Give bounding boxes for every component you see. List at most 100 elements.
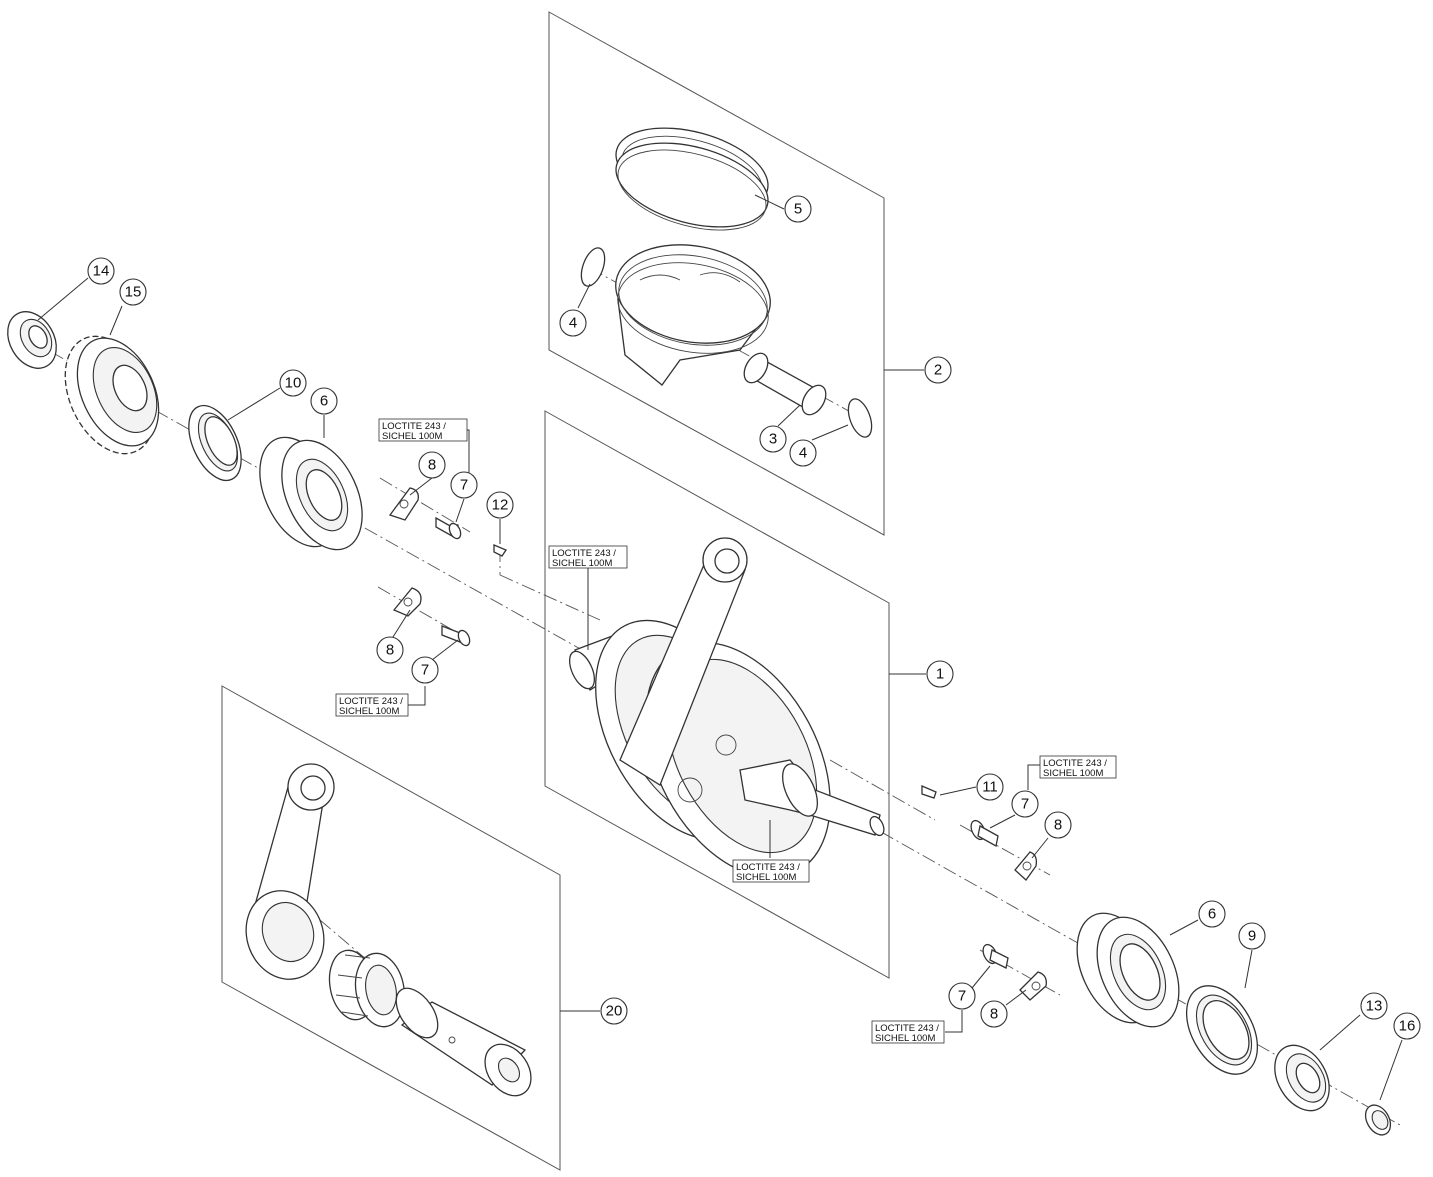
callout-8: 8 (418, 451, 446, 479)
leader-7c (989, 814, 1016, 829)
svg-text:16: 16 (1399, 1018, 1416, 1035)
frame-crankshaft-group (544, 410, 890, 979)
svg-text:SICHEL 100M: SICHEL 100M (339, 706, 399, 717)
svg-text:10: 10 (285, 375, 302, 392)
part-7-screw-upper (435, 516, 462, 540)
svg-text:8: 8 (386, 642, 394, 659)
note-loctite: LOCTITE 243 / SICHEL 100M (1039, 755, 1117, 779)
part-13-nut-right (1274, 1044, 1330, 1112)
svg-text:SICHEL 100M: SICHEL 100M (736, 872, 796, 883)
leader-11 (939, 786, 977, 796)
callout-6: 6 (310, 387, 338, 415)
callout-13: 13 (1360, 992, 1388, 1020)
callout-4: 4 (789, 439, 817, 467)
callout-4: 4 (559, 309, 587, 337)
leader-4b (811, 424, 849, 441)
piston (615, 244, 771, 386)
leader-7c-note (1027, 764, 1040, 790)
leader-16 (1379, 1039, 1403, 1101)
svg-text:LOCTITE 243 /: LOCTITE 243 / (382, 421, 446, 432)
callout-1: 1 (926, 660, 954, 688)
svg-text:SICHEL 100M: SICHEL 100M (382, 431, 442, 442)
note-loctite: LOCTITE 243 / SICHEL 100M (732, 859, 810, 883)
note-loctite: LOCTITE 243 / SICHEL 100M (871, 1020, 945, 1044)
frame-conrod-group (221, 685, 561, 1171)
part-6-bearing-left (259, 436, 363, 551)
leader-14 (37, 277, 89, 321)
leader-3 (777, 404, 801, 427)
part-1-crankshaft (568, 537, 885, 879)
part-6-bearing-right (1076, 912, 1180, 1028)
callout-8: 8 (376, 636, 404, 664)
part-9-seal-right (1185, 985, 1259, 1075)
leader-5 (754, 194, 785, 210)
part-16-washer-right (1364, 1104, 1392, 1136)
axis-screw-upper (379, 477, 471, 533)
leader-7a-note (467, 429, 470, 484)
part-8-lock-plate-upper (388, 487, 419, 521)
axis-key-11 (829, 759, 936, 821)
callout-2: 2 (924, 356, 952, 384)
note-loctite: LOCTITE 243 / SICHEL 100M (335, 693, 409, 717)
callout-7: 7 (450, 471, 478, 499)
part-7-screw-right-lower (982, 943, 1009, 969)
svg-text:LOCTITE 243 /: LOCTITE 243 / (339, 696, 403, 707)
svg-text:6: 6 (320, 393, 328, 410)
axis-screw-right-lower (979, 949, 1061, 996)
svg-text:7: 7 (1021, 796, 1029, 813)
part-20-crank-pin (395, 987, 532, 1097)
part-8-lock-plate-right-upper (1014, 851, 1038, 881)
leader-10 (227, 387, 281, 421)
leader-7b (431, 639, 459, 661)
svg-text:6: 6 (1208, 906, 1216, 923)
leader-4a (577, 283, 591, 309)
part-20-conrod (245, 763, 335, 980)
svg-text:7: 7 (421, 662, 429, 679)
callout-14: 14 (87, 257, 115, 285)
svg-text:LOCTITE 243 /: LOCTITE 243 / (1043, 758, 1107, 769)
leader-13 (1319, 1014, 1361, 1051)
callout-8: 8 (980, 1000, 1008, 1028)
part-4-circlip-left (580, 247, 606, 287)
part-5-piston-rings (615, 127, 769, 231)
callout-5: 5 (784, 195, 812, 223)
callout-10: 10 (279, 369, 307, 397)
callout-9: 9 (1238, 922, 1266, 950)
part-20-needle-bearing (328, 949, 406, 1028)
callout-7: 7 (411, 656, 439, 684)
note-loctite: LOCTITE 243 / SICHEL 100M (548, 545, 628, 569)
svg-text:11: 11 (982, 779, 998, 796)
svg-text:SICHEL 100M: SICHEL 100M (875, 1033, 935, 1044)
leader-8a (409, 477, 433, 496)
svg-text:1: 1 (936, 666, 944, 683)
leader-7b-note (408, 686, 426, 706)
svg-text:14: 14 (93, 263, 110, 280)
axis-screw-lower (377, 586, 471, 641)
svg-text:7: 7 (460, 477, 468, 494)
svg-text:5: 5 (794, 201, 802, 218)
svg-text:SICHEL 100M: SICHEL 100M (1043, 768, 1103, 779)
svg-text:13: 13 (1366, 998, 1383, 1015)
callout-20: 20 (600, 997, 628, 1025)
callout-16: 16 (1393, 1012, 1421, 1040)
leader-15 (109, 305, 123, 336)
svg-text:LOCTITE 243 /: LOCTITE 243 / (552, 548, 616, 559)
svg-text:8: 8 (990, 1006, 998, 1023)
svg-text:8: 8 (428, 457, 436, 474)
svg-text:9: 9 (1248, 928, 1256, 945)
leader-7d-note (945, 1010, 963, 1033)
leader-7a (455, 498, 465, 523)
leader-8c (1031, 837, 1049, 859)
leader-6b (1169, 919, 1199, 936)
part-4-circlip-right (847, 398, 873, 438)
svg-text:12: 12 (492, 497, 509, 514)
part-11-key (921, 785, 937, 799)
part-14-nut (7, 311, 57, 369)
axis-key-12-b (499, 574, 601, 621)
part-7-screw-right-upper (970, 819, 999, 848)
svg-text:8: 8 (1054, 817, 1062, 834)
part-8-lock-plate-right-lower (1019, 971, 1047, 1001)
svg-text:4: 4 (799, 445, 807, 462)
part-15-gear (64, 335, 160, 455)
